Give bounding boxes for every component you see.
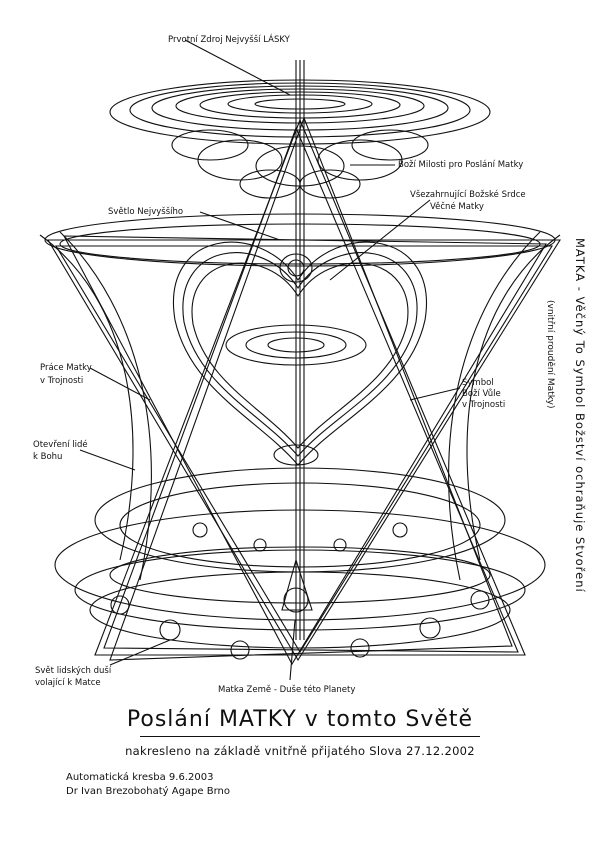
label-heart-2: Věčné Matky: [430, 202, 484, 212]
label-grace: Boží Milosti pro Poslání Matky: [398, 160, 524, 170]
label-open-2: k Bohu: [33, 452, 63, 462]
label-symbol-2: Boží Vůle: [462, 389, 501, 399]
label-symbol: Symbol: [462, 378, 494, 388]
label-world-2: volající k Matce: [35, 678, 101, 688]
label-symbol-3: v Trojnosti: [462, 400, 506, 410]
label-work-2: v Trojnosti: [40, 376, 84, 386]
label-work: Práce Matky: [40, 363, 92, 373]
label-heart: Všezahrnující Božské Srdce: [410, 190, 526, 200]
footer-line-1: Automatická kresba 9.6.2003: [66, 772, 214, 783]
side-caption-small: (vnitřní proudění Matky): [545, 300, 555, 409]
side-caption: MATKA - Věčný To Symbol Božství ochraňuj…: [573, 238, 587, 593]
subtitle: nakresleno na základě vnitřně přijatého …: [125, 744, 475, 758]
label-world: Svět lidských duší: [35, 666, 112, 676]
label-source: Prvotní Zdroj Nejvyšší LÁSKY: [168, 35, 290, 45]
footer-line-2: Dr Ivan Brezobohatý Agape Brno: [66, 786, 230, 797]
title-underline: [140, 736, 480, 737]
label-mother-earth: Matka Země - Duše této Planety: [218, 685, 356, 695]
label-open: Otevření lidé: [33, 440, 88, 450]
page-title: Poslání MATKY v tomto Světě: [126, 707, 474, 732]
sketch-lines: [39, 39, 561, 681]
label-light: Světlo Nejvyššího: [108, 207, 184, 217]
